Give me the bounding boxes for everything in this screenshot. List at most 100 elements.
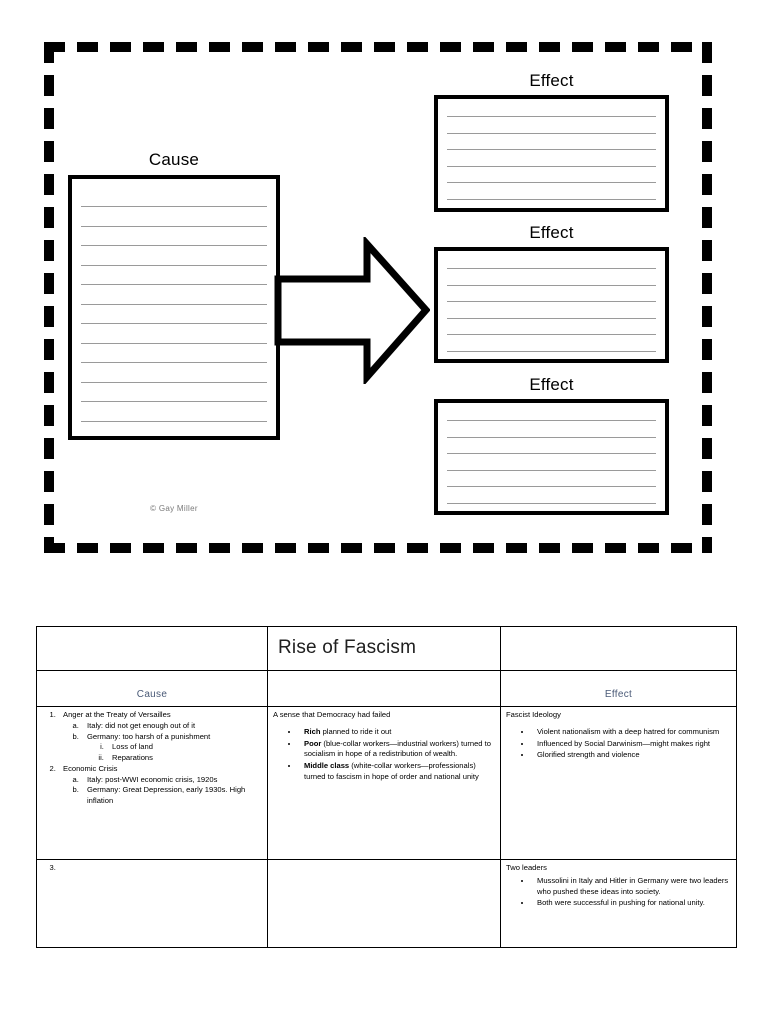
rise-of-fascism-notes-table: Rise of Fascism Cause Effect Anger at th… (36, 626, 737, 948)
outline-item-1a: Italy: did not get enough out of it (81, 721, 262, 732)
outline-item-2b-text: Germany: Great Depression, early 1930s. … (87, 785, 246, 806)
rule-line (81, 420, 267, 422)
title-cell-center: Rise of Fascism (267, 626, 501, 671)
outline-sublist-1b: Loss of land Reparations (106, 742, 262, 764)
header-cell-cause: Cause (36, 670, 268, 707)
rule-line (447, 350, 656, 352)
cause-outline-list-continued (58, 863, 262, 874)
outline-sublist-2: Italy: post-WWI economic crisis, 1920s G… (81, 775, 262, 807)
rule-line (447, 284, 656, 286)
rule-line (447, 469, 656, 471)
outline-item-1-text: Anger at the Treaty of Versailles (63, 710, 171, 719)
outline-item-2b: Germany: Great Depression, early 1930s. … (81, 785, 262, 807)
rule-line (447, 268, 656, 269)
bullet-bold-lead: Rich (304, 726, 321, 736)
list-item: Rich planned to ride it out (299, 727, 495, 738)
list-item: Middle class (white-collar workers—profe… (299, 761, 495, 783)
rule-line (447, 149, 656, 150)
outline-item-1: Anger at the Treaty of Versailles Italy:… (58, 710, 262, 764)
effect-leaders-cell[interactable]: Two leaders Mussolini in Italy and Hitle… (500, 859, 737, 948)
cause-outline-cell[interactable]: Anger at the Treaty of Versailles Italy:… (36, 706, 268, 860)
page-title: Rise of Fascism (278, 636, 417, 658)
rule-line (81, 284, 267, 285)
effect-writing-box-1[interactable] (434, 95, 669, 212)
bullet-bold-lead: Middle class (304, 761, 350, 771)
middle-column-cell[interactable]: A sense that Democracy had failed Rich p… (267, 706, 501, 860)
dashed-frame-right (702, 42, 712, 553)
rule-line (447, 116, 656, 117)
copyright-credit: © Gay Miller (150, 504, 198, 513)
effect-rule-lines-1 (447, 99, 656, 208)
table-row-body-1: Anger at the Treaty of Versailles Italy:… (36, 706, 737, 860)
header-cell-effect: Effect (500, 670, 737, 707)
outline-item-1b-i: Loss of land (106, 742, 262, 753)
effect-column-bullets-2: Mussolini in Italy and Hitler in Germany… (506, 876, 731, 909)
title-cell-right (500, 626, 737, 671)
list-item: Mussolini in Italy and Hitler in Germany… (532, 876, 731, 898)
rule-line (81, 342, 267, 344)
rule-line (447, 165, 656, 167)
rule-line (447, 420, 656, 421)
dashed-frame-top (44, 42, 712, 52)
rule-line (447, 182, 656, 183)
outline-item-2: Economic Crisis Italy: post-WWI economic… (58, 764, 262, 807)
middle-column-cell-empty[interactable] (267, 859, 501, 948)
outline-item-3 (58, 863, 262, 874)
effect-box-label-3: Effect (529, 375, 574, 394)
list-item: Influenced by Social Darwinism—might mak… (532, 739, 731, 750)
list-item: Both were successful in pushing for nati… (532, 898, 731, 909)
outline-item-1a-text: Italy: did not get enough out of it (87, 720, 196, 730)
dashed-frame-left (44, 42, 54, 553)
right-arrow-icon (274, 237, 430, 384)
column-header-cause: Cause (136, 688, 168, 700)
table-row-body-2: Two leaders Mussolini in Italy and Hitle… (36, 859, 737, 948)
header-cell-middle (267, 670, 501, 707)
rule-line (81, 362, 267, 363)
rule-line (81, 206, 267, 207)
cause-box-label: Cause (148, 150, 200, 169)
effect-ideology-cell[interactable]: Fascist Ideology Violent nationalism wit… (500, 706, 737, 860)
outline-item-2-text: Economic Crisis (63, 763, 118, 773)
effect-column-lead-2: Two leaders (506, 863, 547, 872)
rule-line (81, 245, 267, 246)
bullet-rest: (white-collar workers—professionals) tur… (304, 761, 479, 781)
table-row-headers: Cause Effect (36, 670, 737, 707)
effect-rule-lines-3 (447, 403, 656, 511)
rule-line (81, 381, 267, 383)
rule-line (447, 453, 656, 454)
rule-line (81, 401, 267, 402)
dashed-frame-bottom (44, 543, 712, 553)
rule-line (81, 264, 267, 266)
outline-item-2a: Italy: post-WWI economic crisis, 1920s (81, 775, 262, 786)
outline-item-1b-i-text: Loss of land (112, 742, 153, 752)
cause-outline-cell-continued[interactable] (36, 859, 268, 948)
cause-outline-list: Anger at the Treaty of Versailles Italy:… (58, 710, 262, 807)
bullet-bold-lead: Poor (304, 738, 322, 748)
effect-writing-box-2[interactable] (434, 247, 669, 363)
cause-rule-lines (81, 179, 267, 436)
rule-line (447, 317, 656, 319)
rule-line (447, 486, 656, 487)
rule-line (447, 301, 656, 302)
outline-item-1b: Germany: too harsh of a punishment Loss … (81, 732, 262, 764)
rule-line (447, 502, 656, 504)
rule-line (447, 132, 656, 134)
rule-line (81, 323, 267, 324)
rule-line (81, 303, 267, 305)
effect-column-lead: Fascist Ideology (506, 710, 561, 719)
outline-item-1b-ii: Reparations (106, 753, 262, 764)
outline-item-2a-text: Italy: post-WWI economic crisis, 1920s (87, 774, 218, 784)
cause-writing-box[interactable] (68, 175, 280, 440)
rule-line (81, 225, 267, 227)
middle-column-bullets: Rich planned to ride it out Poor (blue-c… (273, 727, 495, 783)
outline-item-1b-text: Germany: too harsh of a punishment (87, 731, 211, 741)
column-header-effect: Effect (604, 688, 633, 700)
bullet-rest: planned to ride it out (320, 726, 392, 736)
list-item: Poor (blue-collar workers—industrial wor… (299, 739, 495, 761)
list-item: Glorified strength and violence (532, 750, 731, 761)
cause-effect-organizer: Cause Effect Effect Effect © Gay Miller (44, 42, 712, 553)
middle-column-lead: A sense that Democracy had failed (273, 710, 391, 719)
effect-writing-box-3[interactable] (434, 399, 669, 515)
rule-line (447, 436, 656, 438)
table-row-title: Rise of Fascism (36, 626, 737, 671)
